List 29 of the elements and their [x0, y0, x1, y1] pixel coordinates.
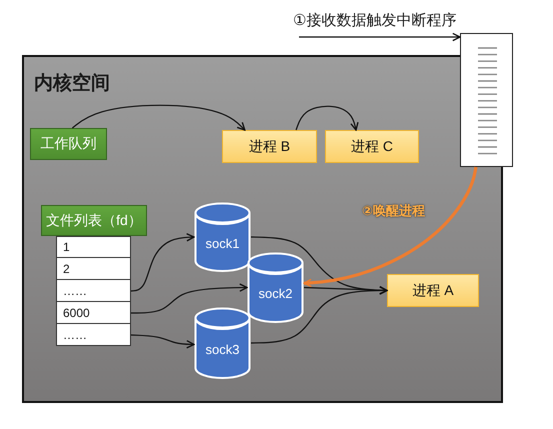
cylinder-label: sock2: [258, 286, 292, 301]
list-header-box: 文件列表（fd）: [41, 205, 147, 236]
cylinder-label: sock3: [206, 342, 240, 356]
curved-arrow: [296, 106, 359, 131]
socket-cylinder: [194, 202, 251, 272]
cylinder-label: sock1: [206, 236, 240, 250]
edge-label: ①接收数据触发中断程序: [293, 12, 456, 30]
socket-cylinder: [194, 307, 251, 379]
curved-arrow: [130, 334, 195, 349]
table-row: 6000: [56, 302, 131, 324]
curved-arrow: [72, 104, 246, 131]
edge-label: ②唤醒进程: [362, 203, 426, 219]
process-box: 进程 C: [325, 130, 419, 163]
curved-arrow: [303, 166, 478, 288]
kernel-space-panel: [22, 55, 503, 403]
curved-arrow: [250, 286, 388, 344]
queue-box: 工作队列: [30, 128, 107, 160]
table-row: ……: [56, 324, 131, 346]
table-row: ……: [56, 280, 131, 302]
table-row: 2: [56, 258, 131, 280]
curved-arrow: [130, 233, 195, 292]
listing-box: [460, 33, 513, 167]
curved-arrow: [131, 283, 248, 314]
process-box: 进程 B: [222, 130, 317, 163]
arrow: [299, 32, 461, 42]
panel-title: 内核空间: [34, 73, 110, 96]
socket-cylinder: [247, 252, 304, 323]
process-box: 进程 A: [387, 274, 479, 307]
table-row: 1: [56, 236, 131, 258]
